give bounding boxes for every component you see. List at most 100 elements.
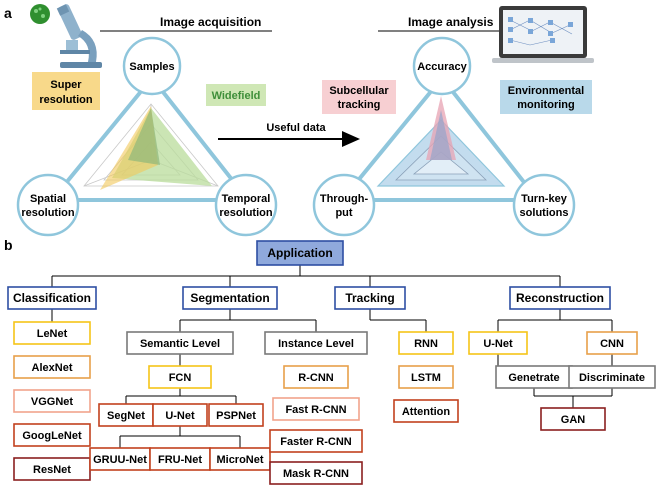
bacteria-colony-icon xyxy=(30,4,50,24)
application-box-label: Application xyxy=(267,246,332,260)
classification-net-4: ResNet xyxy=(13,457,91,481)
rcnn-chain-3-label: Mask R-CNN xyxy=(283,468,349,480)
svg-text:Temporal: Temporal xyxy=(222,193,271,205)
fcn-child-0: SegNet xyxy=(98,403,154,427)
environmental-monitoring-tag: Environmental monitoring xyxy=(500,80,592,114)
generate-box: Genetrate xyxy=(495,365,573,389)
generate-box-label: Genetrate xyxy=(508,372,559,384)
tree-connectors xyxy=(51,265,613,448)
accuracy-node: Accuracy xyxy=(412,36,472,96)
fcn-child-2: PSPNet xyxy=(208,403,264,427)
analysis-triangle xyxy=(340,76,540,202)
panel-a-label: a xyxy=(4,5,12,21)
svg-text:monitoring: monitoring xyxy=(517,99,574,111)
application-box: Application xyxy=(256,240,344,266)
classification-net-0-label: LeNet xyxy=(37,328,68,340)
svg-text:Widefield: Widefield xyxy=(212,90,261,102)
rcnn-chain-0-label: R-CNN xyxy=(298,372,333,384)
unet-child-2: MicroNet xyxy=(209,447,271,471)
acquisition-triangle xyxy=(50,76,250,202)
tracking-chain-1: LSTM xyxy=(398,365,454,389)
super-resolution-tag: Super resolution xyxy=(32,72,100,110)
svg-text:resolution: resolution xyxy=(219,207,272,219)
svg-text:Samples: Samples xyxy=(129,61,174,73)
acquisition-header: Image acquisition xyxy=(160,15,261,29)
unet-child-0: GRUU-Net xyxy=(89,447,151,471)
semantic-level-box-label: Semantic Level xyxy=(140,338,220,350)
svg-text:resolution: resolution xyxy=(21,207,74,219)
svg-text:Accuracy: Accuracy xyxy=(417,61,467,73)
tracking-chain-2: Attention xyxy=(393,399,459,423)
fcn-child-1: U-Net xyxy=(152,403,208,427)
classification-net-3: GoogLeNet xyxy=(13,423,91,447)
microscope-icon xyxy=(56,4,102,68)
recon-unet-box-label: U-Net xyxy=(483,338,513,350)
throughput-node: Through- put xyxy=(312,173,376,237)
tracking-chain-1-label: LSTM xyxy=(411,372,441,384)
svg-text:Turn-key: Turn-key xyxy=(521,193,568,205)
fcn-child-2-label: PSPNet xyxy=(216,410,256,422)
rcnn-chain-3: Mask R-CNN xyxy=(269,461,363,485)
segmentation-box: Segmentation xyxy=(182,286,278,310)
unet-child-1: FRU-Net xyxy=(149,447,211,471)
rcnn-chain-1-label: Fast R-CNN xyxy=(285,404,346,416)
rcnn-chain-2-label: Faster R-CNN xyxy=(280,436,352,448)
unet-child-0-label: GRUU-Net xyxy=(93,454,147,466)
tracking-chain-0: RNN xyxy=(398,331,454,355)
unet-child-1-label: FRU-Net xyxy=(158,454,202,466)
classification-net-2-label: VGGNet xyxy=(31,396,74,408)
widefield-tag: Widefield xyxy=(206,84,266,106)
classification-net-2: VGGNet xyxy=(13,389,91,413)
useful-data-arrow: Useful data xyxy=(218,122,360,147)
classification-net-1: AlexNet xyxy=(13,355,91,379)
panel-b-label: b xyxy=(4,237,13,253)
laptop-icon xyxy=(492,6,594,63)
segmentation-box-label: Segmentation xyxy=(190,291,269,305)
spatial-resolution-node: Spatial resolution xyxy=(16,173,80,237)
fcn-box-label: FCN xyxy=(169,372,192,384)
tracking-box-label: Tracking xyxy=(345,291,394,305)
svg-text:Useful data: Useful data xyxy=(266,122,326,134)
fcn-box: FCN xyxy=(148,365,212,389)
svg-text:Through-: Through- xyxy=(320,193,369,205)
tracking-chain-2-label: Attention xyxy=(402,406,451,418)
svg-text:put: put xyxy=(335,207,352,219)
rcnn-chain-1: Fast R-CNN xyxy=(272,397,360,421)
classification-net-1-label: AlexNet xyxy=(32,362,73,374)
classification-box: Classification xyxy=(7,286,97,310)
recon-unet-box: U-Net xyxy=(468,331,528,355)
classification-net-0: LeNet xyxy=(13,321,91,345)
reconstruction-box: Reconstruction xyxy=(509,286,611,310)
tracking-box: Tracking xyxy=(334,286,406,310)
fcn-child-0-label: SegNet xyxy=(107,410,145,422)
svg-text:Spatial: Spatial xyxy=(30,193,66,205)
gan-box: GAN xyxy=(540,407,606,431)
gan-box-label: GAN xyxy=(561,414,586,426)
svg-text:tracking: tracking xyxy=(338,99,381,111)
classification-box-label: Classification xyxy=(13,291,91,305)
recon-cnn-box-label: CNN xyxy=(600,338,624,350)
unet-child-2-label: MicroNet xyxy=(216,454,263,466)
subcellular-tracking-tag: Subcellular tracking xyxy=(322,80,396,114)
semantic-level-box: Semantic Level xyxy=(126,331,234,355)
turnkey-solutions-node: Turn-key solutions xyxy=(512,173,576,237)
discriminate-box: Discriminate xyxy=(568,365,656,389)
reconstruction-box-label: Reconstruction xyxy=(516,291,604,305)
classification-net-3-label: GoogLeNet xyxy=(22,430,82,442)
instance-level-box: Instance Level xyxy=(264,331,368,355)
discriminate-box-label: Discriminate xyxy=(579,372,645,384)
tracking-chain-0-label: RNN xyxy=(414,338,438,350)
instance-level-box-label: Instance Level xyxy=(278,338,354,350)
samples-node: Samples xyxy=(122,36,182,96)
temporal-resolution-node: Temporal resolution xyxy=(214,173,278,237)
analysis-header: Image analysis xyxy=(408,15,494,29)
svg-text:Subcellular: Subcellular xyxy=(329,85,389,97)
rcnn-chain-0: R-CNN xyxy=(283,365,349,389)
svg-text:Environmental: Environmental xyxy=(508,85,584,97)
recon-cnn-box: CNN xyxy=(586,331,638,355)
svg-text:resolution: resolution xyxy=(39,94,92,106)
svg-text:Super: Super xyxy=(50,79,82,91)
classification-net-4-label: ResNet xyxy=(33,464,71,476)
